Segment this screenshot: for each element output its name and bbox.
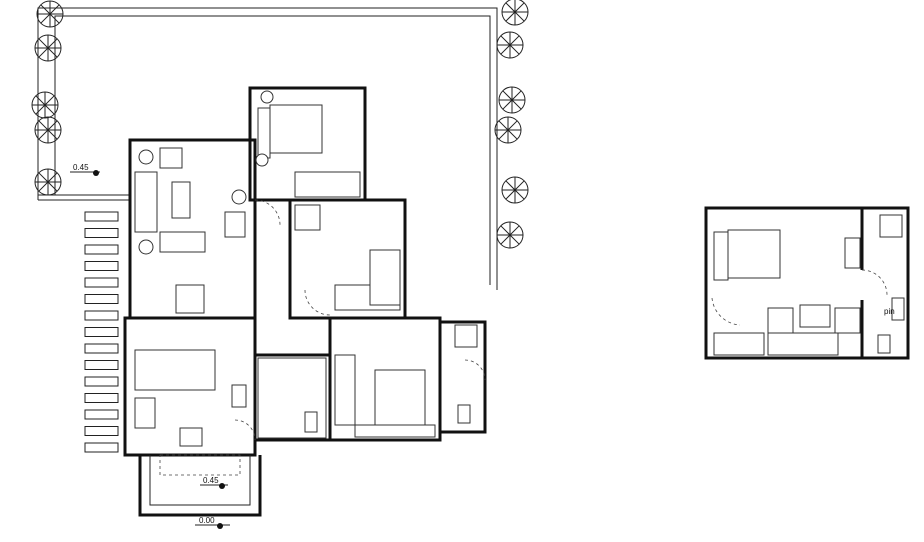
door-swings xyxy=(234,199,486,441)
paver xyxy=(84,343,119,354)
paver xyxy=(84,426,119,436)
paver xyxy=(84,244,119,255)
elevation-mark: 0.00 xyxy=(195,516,230,529)
elevation-label: 0.00 xyxy=(199,516,215,525)
paver xyxy=(84,294,119,304)
paver xyxy=(84,228,119,238)
furniture xyxy=(134,90,478,447)
tree-icon xyxy=(501,176,529,204)
tree-icon xyxy=(34,116,62,144)
elevation-label: 0.45 xyxy=(203,476,219,485)
paver xyxy=(84,310,119,321)
tree-icons xyxy=(31,0,529,249)
elevation-label: 0.45 xyxy=(73,163,89,172)
tree-icon xyxy=(34,168,62,196)
tree-icon xyxy=(498,86,526,114)
parking-pavers xyxy=(84,211,119,453)
paver xyxy=(84,211,119,222)
elevation-mark: 0.45 xyxy=(70,163,100,176)
tree-icon xyxy=(494,116,522,144)
tree-icon xyxy=(496,221,524,249)
paver xyxy=(84,360,119,370)
paver xyxy=(84,442,119,453)
paver xyxy=(84,327,119,337)
elevation-mark: 0.45 xyxy=(200,476,228,489)
tree-icon xyxy=(501,0,529,26)
paver xyxy=(84,277,119,288)
tree-icon xyxy=(496,31,524,59)
fixture-label: pin xyxy=(884,307,895,316)
paver xyxy=(84,393,119,403)
annex-unit xyxy=(704,206,910,360)
paver xyxy=(84,376,119,387)
tree-icon xyxy=(36,0,64,28)
paver xyxy=(84,409,119,420)
tree-icon xyxy=(34,34,62,62)
paver xyxy=(84,261,119,271)
tree-icon xyxy=(31,91,59,119)
house-walls xyxy=(123,86,487,517)
